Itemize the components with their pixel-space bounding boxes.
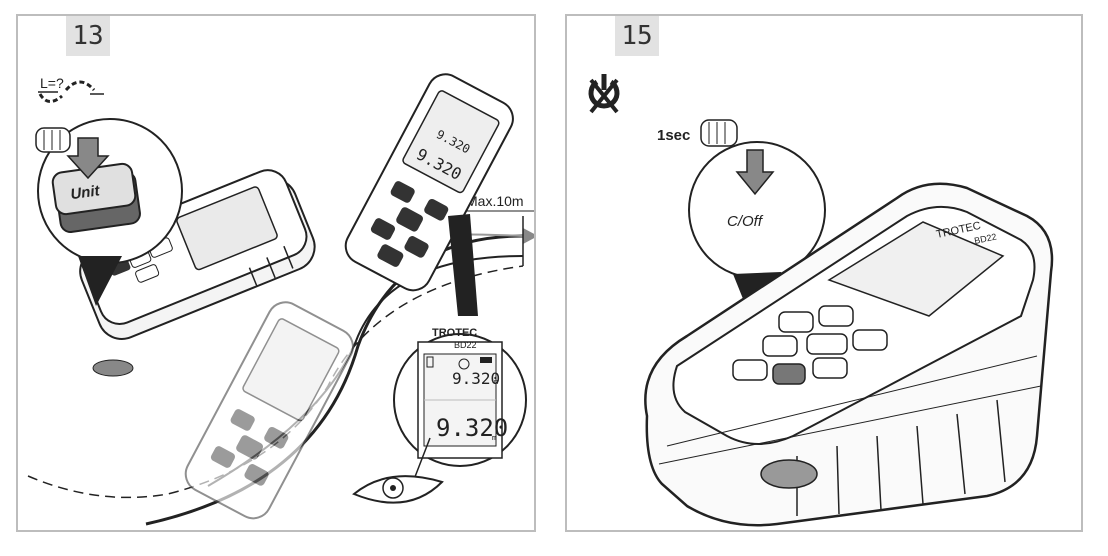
thumbwheel — [92, 359, 134, 377]
display-zoom-circle: TROTEC BD22 9.320 m 9.320 m — [393, 327, 527, 483]
step-13-illustration: L=? Max.10m — [27, 73, 534, 526]
c-off-button[interactable] — [772, 363, 806, 385]
display-reading-lower: 9.320 — [436, 414, 508, 442]
max-distance-label: Max.10m — [466, 193, 524, 209]
brand-label: TROTEC — [432, 327, 477, 339]
unit-button-label: Unit — [69, 182, 101, 203]
device-upright: 9.320 9.320 — [344, 73, 514, 292]
model-label: BD22 — [973, 231, 997, 245]
duration-label: 1sec — [657, 127, 690, 144]
off-button-label: C/Off — [727, 213, 764, 230]
step-15-illustration: 1sec C/Off TROTEC BD22 — [588, 74, 1054, 527]
button-zoom-circle: Unit — [35, 118, 183, 306]
finger-press-icon — [35, 127, 71, 153]
display-reading-upper: 9.320 — [452, 369, 500, 388]
display-unit-lower: m — [492, 434, 496, 442]
step-number: 13 — [66, 16, 110, 56]
eye-icon — [352, 475, 444, 504]
device-tilted — [184, 301, 354, 520]
thumbwheel — [760, 459, 818, 489]
display-pointer — [448, 214, 478, 316]
finger-press-icon — [700, 119, 738, 147]
keypad — [732, 305, 888, 385]
model-label: BD22 — [454, 340, 477, 350]
device-flat — [79, 169, 316, 340]
length-prompt-icon: L=? — [38, 75, 104, 103]
step-13-panel: 13 L=? Max.10m — [16, 14, 536, 532]
step-15-panel: 15 1sec C/Off TROTEC — [565, 14, 1083, 532]
device-main: TROTEC BD22 — [644, 182, 1054, 527]
length-prompt-text: L=? — [40, 75, 64, 91]
display-unit-upper: m — [494, 378, 498, 386]
step-number: 15 — [615, 16, 659, 56]
power-off-icon — [588, 74, 620, 114]
